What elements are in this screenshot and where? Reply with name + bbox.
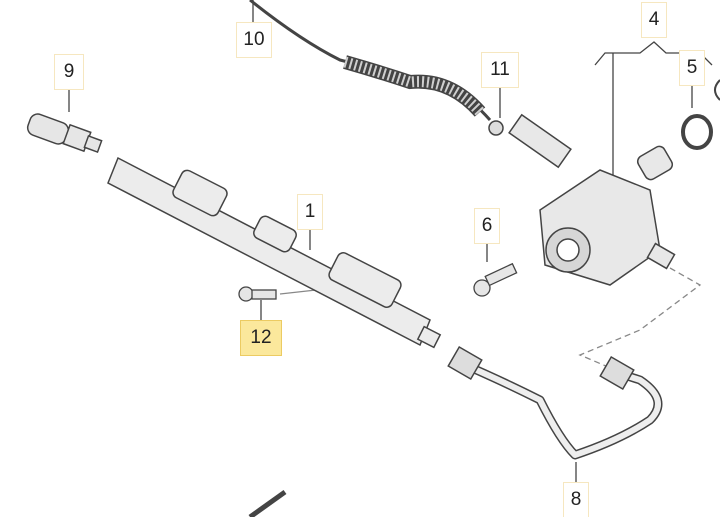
hose-sleeve	[343, 55, 486, 117]
clamp-part-11	[488, 120, 504, 136]
part-label-6[interactable]: 6	[474, 208, 500, 244]
part-label-4[interactable]: 4	[641, 2, 667, 38]
part-label-11[interactable]: 11	[481, 52, 519, 88]
part-label-8[interactable]: 8	[563, 482, 589, 517]
part-label-1[interactable]: 1	[297, 194, 323, 230]
part-label-12-highlighted[interactable]: 12	[240, 320, 282, 356]
part-label-5[interactable]: 5	[679, 50, 705, 86]
sensor-part-9	[26, 113, 103, 153]
fuel-rail-part-1	[107, 156, 442, 349]
bolt-part-6	[473, 262, 518, 297]
pump-part-4	[508, 113, 676, 286]
hose-part-10	[249, 0, 492, 121]
bolt-part-12	[238, 286, 277, 302]
part-label-10[interactable]: 10	[236, 22, 272, 58]
oring-part-5	[681, 114, 713, 150]
part-label-9[interactable]: 9	[54, 54, 84, 90]
